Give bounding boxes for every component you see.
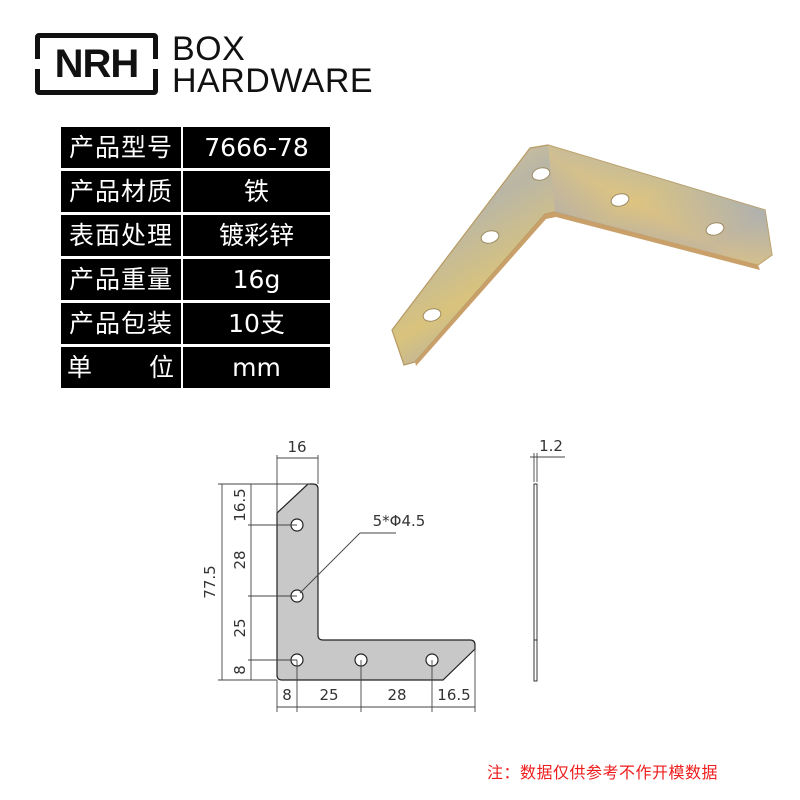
spec-label: 表面处理: [61, 215, 183, 256]
spec-label: 产品包装: [61, 303, 183, 344]
dim-v-1: 16.5: [231, 488, 249, 521]
spec-value: 7666-78: [204, 133, 309, 162]
dim-v-2: 28: [231, 550, 249, 569]
spec-row-unit: 单 位 mm: [61, 347, 330, 388]
spec-row-material: 产品材质 铁: [61, 171, 330, 212]
spec-row-packaging: 产品包装 10支: [61, 303, 330, 344]
spec-label-left: 单: [67, 353, 94, 382]
dim-v-4: 8: [231, 665, 249, 675]
spec-label-right: 位: [148, 353, 175, 382]
dim-h-4: 16.5: [437, 686, 470, 704]
spec-value: 10支: [228, 309, 285, 338]
spec-label: 产品重量: [61, 259, 183, 300]
dim-h-1: 8: [282, 686, 292, 704]
spec-value: 铁: [243, 177, 269, 206]
spec-row-model: 产品型号 7666-78: [61, 127, 330, 168]
spec-label: 单 位: [61, 347, 183, 388]
spec-value: mm: [232, 353, 281, 382]
l-bracket-photo-icon: [391, 144, 773, 366]
logo-text: NRH: [54, 42, 140, 86]
dim-h-3: 28: [387, 686, 406, 704]
spec-label: 产品型号: [61, 127, 183, 168]
brand-name-line2: HARDWARE: [172, 62, 374, 100]
dim-h-2: 25: [319, 686, 338, 704]
disclaimer-note: 注：数据仅供参考不作开模数据: [487, 763, 719, 782]
brand-name-line1: BOX: [172, 30, 246, 68]
spec-value: 镀彩锌: [218, 221, 294, 250]
spec-value: 16g: [232, 265, 281, 294]
brand-logo: NRH: [34, 33, 159, 95]
spec-table: 产品型号 7666-78 产品材质 铁 表面处理 镀彩锌 产品重量 16g 产品…: [61, 127, 330, 391]
dim-top-width: 16: [287, 438, 306, 456]
dim-overall-height: 77.5: [201, 565, 219, 598]
dim-v-3: 25: [231, 618, 249, 637]
dim-thickness: 1.2: [539, 437, 563, 455]
spec-row-weight: 产品重量 16g: [61, 259, 330, 300]
dim-hole-callout: 5*Φ4.5: [373, 512, 426, 530]
spec-label: 产品材质: [61, 171, 183, 212]
spec-row-finish: 表面处理 镀彩锌: [61, 215, 330, 256]
